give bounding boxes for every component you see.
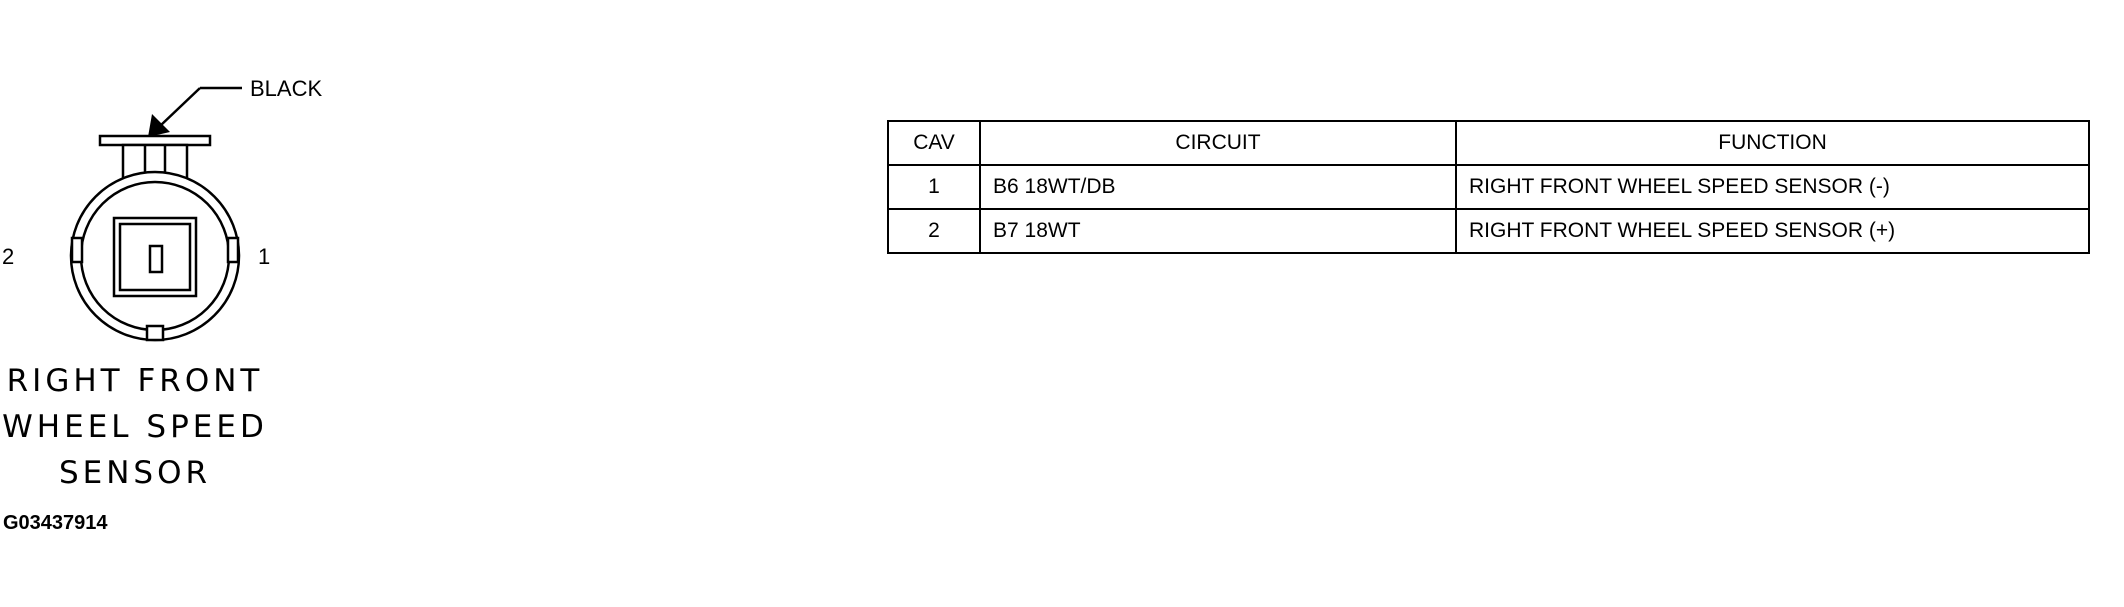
- figure-id: G03437914: [3, 512, 108, 534]
- cell-circuit: B7 18WT: [979, 208, 1457, 254]
- cell-function: RIGHT FRONT WHEEL SPEED SENSOR (+): [1455, 208, 2090, 254]
- table-row: 2 B7 18WT RIGHT FRONT WHEEL SPEED SENSOR…: [887, 208, 2090, 254]
- connector-name: RIGHT FRONT WHEEL SPEED SENSOR: [0, 358, 270, 496]
- connector-name-line-2: WHEEL SPEED: [2, 409, 268, 445]
- pin-label-2: 2: [2, 244, 14, 269]
- connector-name-line-3: SENSOR: [58, 455, 212, 491]
- connector-diagram: BLACK 2 1: [2, 76, 322, 342]
- header-circuit: CIRCUIT: [979, 120, 1457, 166]
- header-cav: CAV: [887, 120, 981, 166]
- cell-cav: 2: [887, 208, 981, 254]
- table-header-row: CAV CIRCUIT FUNCTION: [887, 120, 2090, 166]
- table-row: 1 B6 18WT/DB RIGHT FRONT WHEEL SPEED SEN…: [887, 164, 2090, 210]
- callout-arrowhead: [148, 114, 170, 137]
- pinout-table: CAV CIRCUIT FUNCTION 1 B6 18WT/DB RIGHT …: [887, 120, 2090, 254]
- cell-circuit: B6 18WT/DB: [979, 164, 1457, 210]
- cell-cav: 1: [887, 164, 981, 210]
- pin-label-1: 1: [258, 244, 270, 269]
- header-function: FUNCTION: [1455, 120, 2090, 166]
- cell-function: RIGHT FRONT WHEEL SPEED SENSOR (-): [1455, 164, 2090, 210]
- color-callout-label: BLACK: [250, 76, 322, 101]
- connector-name-line-1: RIGHT FRONT: [6, 363, 264, 399]
- color-callout-arrow: [159, 86, 242, 127]
- connector-body: [69, 134, 241, 342]
